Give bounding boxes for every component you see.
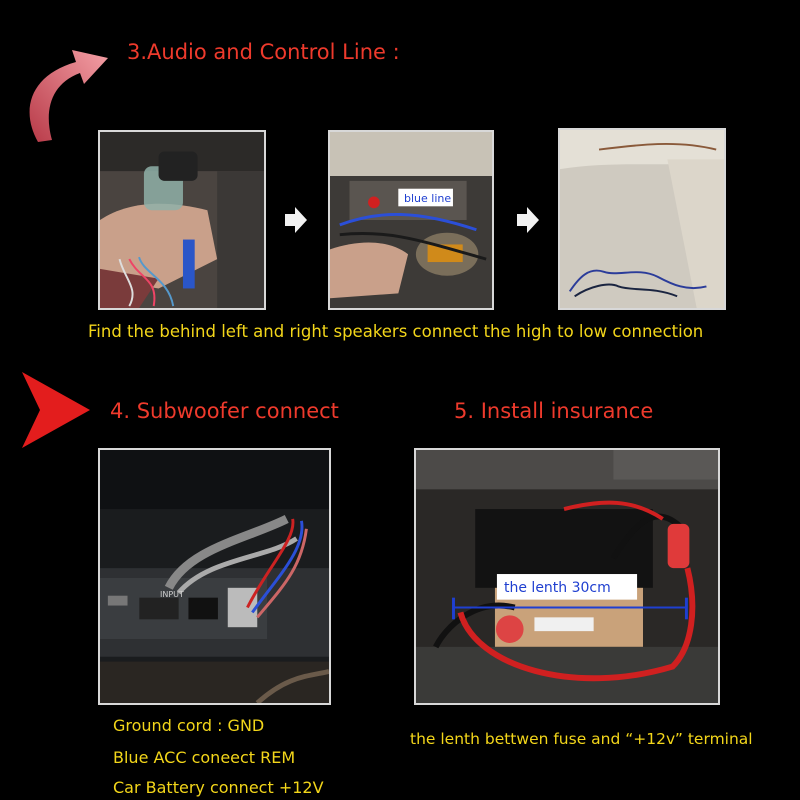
- curved-arrow-icon: [29, 50, 108, 142]
- section3-caption: Find the behind left and right speakers …: [88, 322, 704, 341]
- blue-line-label: blue line: [404, 192, 452, 205]
- subwoofer-line-battery: Car Battery connect +12V: [113, 778, 324, 797]
- amp-input-label: INPUT: [160, 590, 184, 599]
- photo-engine-fuse: the lenth 30cm: [414, 448, 720, 705]
- section4-title: 4. Subwoofer connect: [110, 399, 339, 423]
- photo-subwoofer-amplifier: INPUT: [98, 448, 331, 705]
- measure-length-label: the lenth 30cm: [504, 580, 611, 596]
- section3-title: 3.Audio and Control Line :: [127, 40, 400, 64]
- photo-blue-line: blue line: [328, 130, 494, 310]
- photo-connector-harness: [98, 130, 266, 310]
- next-arrow-icon: [285, 207, 307, 233]
- next-arrow-icon: [517, 207, 539, 233]
- photo-carpet-wire: [558, 128, 726, 310]
- section5-title: 5. Install insurance: [454, 399, 654, 423]
- section5-caption: the lenth bettwen fuse and “+12v” termin…: [410, 730, 753, 748]
- subwoofer-line-acc: Blue ACC coneect REM: [113, 748, 296, 767]
- subwoofer-line-ground: Ground cord : GND: [113, 716, 265, 735]
- red-pointer-arrow-icon: [22, 372, 90, 448]
